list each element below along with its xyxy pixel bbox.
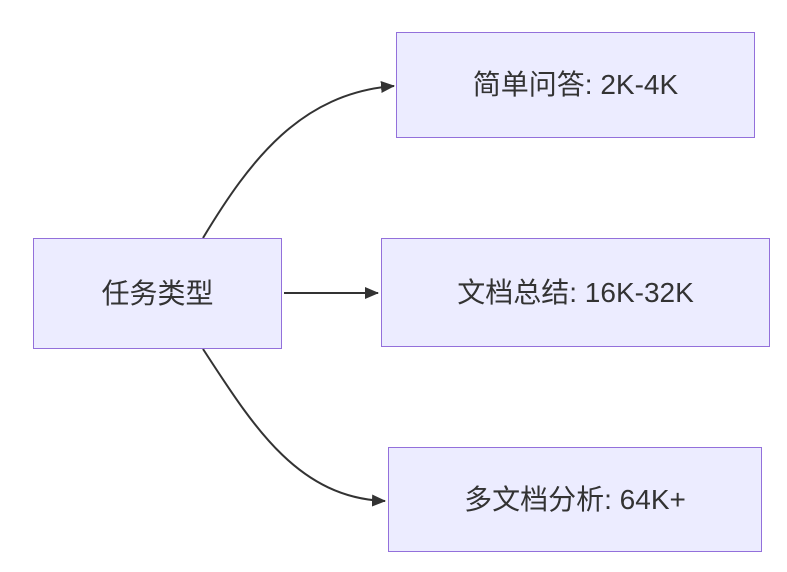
edge-root-to-bottom [202, 348, 386, 507]
node-task-type-label: 任务类型 [101, 277, 214, 309]
node-doc-summary: 文档总结: 16K-32K [381, 238, 770, 347]
node-multidoc-analysis-label: 多文档分析: 64K+ [464, 483, 686, 515]
node-doc-summary-label: 文档总结: 16K-32K [457, 276, 694, 308]
node-simple-qa-label: 简单问答: 2K-4K [472, 69, 679, 101]
edge-root-to-top [202, 81, 395, 239]
node-task-type: 任务类型 [33, 238, 282, 349]
node-multidoc-analysis: 多文档分析: 64K+ [388, 447, 762, 552]
node-simple-qa: 简单问答: 2K-4K [396, 32, 755, 138]
